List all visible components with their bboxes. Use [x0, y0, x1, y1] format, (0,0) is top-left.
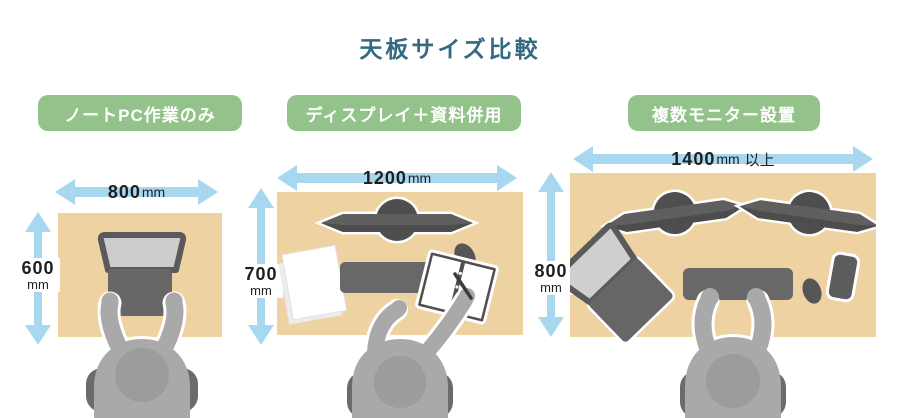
height-dimension-label: 800 mm	[529, 261, 573, 295]
papers-icon	[278, 244, 348, 325]
multi-monitor-scene	[570, 189, 876, 418]
laptop-only-scene	[83, 232, 201, 418]
smartphone-icon	[825, 251, 861, 303]
monitor-left-icon	[599, 189, 751, 237]
height-arrow-icon	[538, 172, 564, 337]
height-dimension-label: 700 mm	[239, 264, 283, 298]
laptop-icon	[570, 222, 676, 345]
panel-laptop-only-label: ノートPC作業のみ	[64, 105, 216, 125]
page-title: 天板サイズ比較	[359, 36, 541, 62]
width-arrow-icon	[277, 165, 517, 191]
monitor-right-icon	[733, 189, 876, 237]
laptop-icon	[97, 232, 187, 316]
panel-display-docs-badge: ディスプレイ＋資料併用	[287, 95, 521, 131]
width-arrow-icon	[55, 179, 218, 205]
mouse-icon	[802, 278, 822, 304]
person-icon	[347, 272, 475, 418]
person-icon	[86, 292, 198, 418]
monitor-icon	[314, 196, 480, 244]
width-arrow-icon	[573, 146, 873, 172]
person-icon	[680, 288, 786, 418]
panel-laptop-only-badge: ノートPC作業のみ	[38, 95, 242, 131]
height-dimension-label: 600 mm	[16, 258, 60, 292]
panel-multi-monitor-badge: 複数モニター設置	[628, 95, 820, 131]
panel-display-docs-label: ディスプレイ＋資料併用	[305, 105, 503, 125]
display-docs-scene	[278, 196, 499, 418]
pen-icon	[453, 272, 473, 300]
notebook-icon	[415, 249, 499, 325]
keyboard-icon	[340, 262, 445, 293]
panel-multi-monitor-label: 複数モニター設置	[652, 105, 796, 125]
